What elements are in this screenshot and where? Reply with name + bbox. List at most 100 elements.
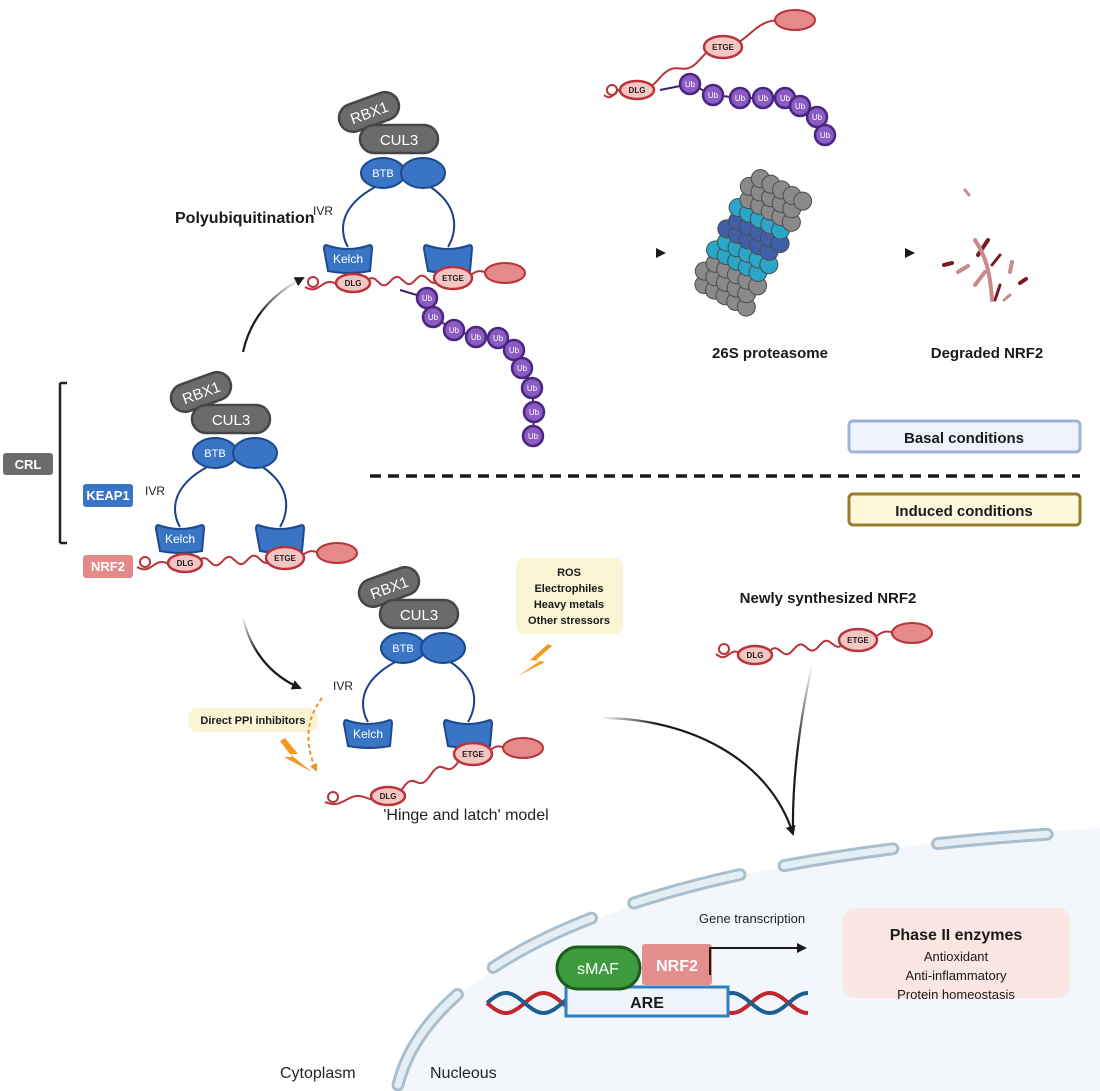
ub-label: Ub (527, 384, 538, 393)
stressor-item: Other stressors (528, 615, 610, 627)
ubiquitin: Ub (788, 94, 812, 118)
cul3-label: CUL3 (212, 412, 250, 429)
dlg-label: DLG (345, 279, 362, 288)
nrf2-curl (327, 791, 339, 803)
dlg-label: DLG (629, 86, 646, 95)
degraded-fragments (942, 188, 1028, 302)
ubiquitin: Ub (502, 338, 526, 362)
ub-label: Ub (820, 131, 831, 140)
dlg-label: DLG (177, 559, 194, 568)
ub-label: Ub (780, 94, 791, 103)
ub-circle (751, 86, 775, 110)
dlg-motif (736, 644, 774, 666)
dna-strand (727, 990, 809, 1016)
lightning-icon (518, 644, 552, 676)
ubiquitin: Ub (805, 105, 829, 129)
nrf2-label: NRF2 (91, 559, 125, 574)
kelch-domain (442, 718, 494, 749)
ub-circle (520, 376, 544, 400)
nrf2-curl (718, 643, 730, 655)
kelch-label: Kelch (353, 727, 383, 741)
peptide-fragment (976, 238, 990, 257)
dlg-motif (334, 272, 372, 294)
arrow-to-induced (241, 616, 302, 690)
smaf-label: sMAF (577, 961, 619, 978)
stressor-item: ROS (557, 567, 581, 579)
ub-circle (464, 325, 488, 349)
peptide-fragment (973, 238, 994, 302)
ub-circle (813, 123, 837, 147)
ubiquitin: Ub (520, 376, 544, 400)
are-label: ARE (630, 995, 664, 1012)
dna-strand (485, 991, 569, 1016)
peptide-fragment (1002, 293, 1012, 302)
newly-synthesized-label: Newly synthesized NRF2 (740, 590, 917, 607)
dna-helix (485, 990, 809, 1016)
ubiquitin: Ub (728, 86, 752, 110)
ppi-inhibitors-label: Direct PPI inhibitors (200, 715, 305, 727)
ub-label: Ub (685, 80, 696, 89)
ub-label: Ub (449, 326, 460, 335)
peptide-fragment (1008, 260, 1014, 274)
smaf (555, 945, 642, 991)
basal-conditions-label: Basal conditions (904, 430, 1024, 447)
ub-label: Ub (529, 408, 540, 417)
nrf2-neh-domain (484, 262, 526, 284)
btb-domain (420, 632, 466, 664)
ub-circle (510, 356, 534, 380)
proteasome-label: 26S proteasome (712, 345, 828, 362)
cytoplasm-label: Cytoplasm (280, 1065, 356, 1082)
etge-motif (702, 34, 744, 60)
keap1-label-box (83, 484, 133, 507)
nrf2-neh-domain (502, 737, 544, 759)
cul3-label: CUL3 (380, 132, 418, 149)
ub-circle (678, 72, 702, 96)
ub-circle (701, 83, 725, 107)
kelch-domain (254, 523, 306, 554)
arrow-to-polyubiquitination (241, 277, 305, 353)
ubiquitin: Ub (522, 400, 546, 424)
are-element (564, 985, 730, 1018)
induced-conditions-label: Induced conditions (895, 503, 1033, 520)
ub-label: Ub (428, 313, 439, 322)
phase2-item: Antioxidant (924, 949, 989, 964)
hinge-latch-label: 'Hinge and latch' model (383, 807, 548, 824)
ivr-linker (260, 465, 288, 528)
nucleus-region (395, 828, 1100, 1091)
ub-label: Ub (493, 334, 504, 343)
arrow-newly-synthesized (791, 664, 814, 835)
kelch-domain (422, 243, 474, 274)
ub-circle (502, 338, 526, 362)
etge-motif (452, 741, 494, 767)
nrf2-neh-domain (316, 542, 358, 564)
arrow-to-nucleus (599, 716, 796, 836)
ubiquitin: Ub (415, 286, 439, 310)
ubiquitin: Ub (701, 83, 725, 107)
ubiquitin: Ub (813, 123, 837, 147)
dlg-motif (369, 785, 407, 807)
ub-circle (805, 105, 829, 129)
phase2-title: Phase II enzymes (890, 927, 1023, 944)
ub-label: Ub (795, 102, 806, 111)
ub-circle (421, 305, 445, 329)
etge-label: ETGE (847, 636, 869, 645)
ub-label: Ub (812, 113, 823, 122)
kelch-domain (154, 523, 206, 554)
ubiquitin: Ub (486, 326, 510, 350)
degraded-nrf2-label: Degraded NRF2 (931, 345, 1044, 362)
ubiquitin: Ub (442, 318, 466, 342)
ubiquitin: Ub (521, 424, 545, 448)
phase2-item: Anti-inflammatory (905, 968, 1007, 983)
etge-label: ETGE (274, 554, 296, 563)
cul3-shape (358, 123, 440, 155)
ub-circle (486, 326, 510, 350)
ub-label: Ub (708, 91, 719, 100)
lightning-icon (280, 738, 312, 772)
